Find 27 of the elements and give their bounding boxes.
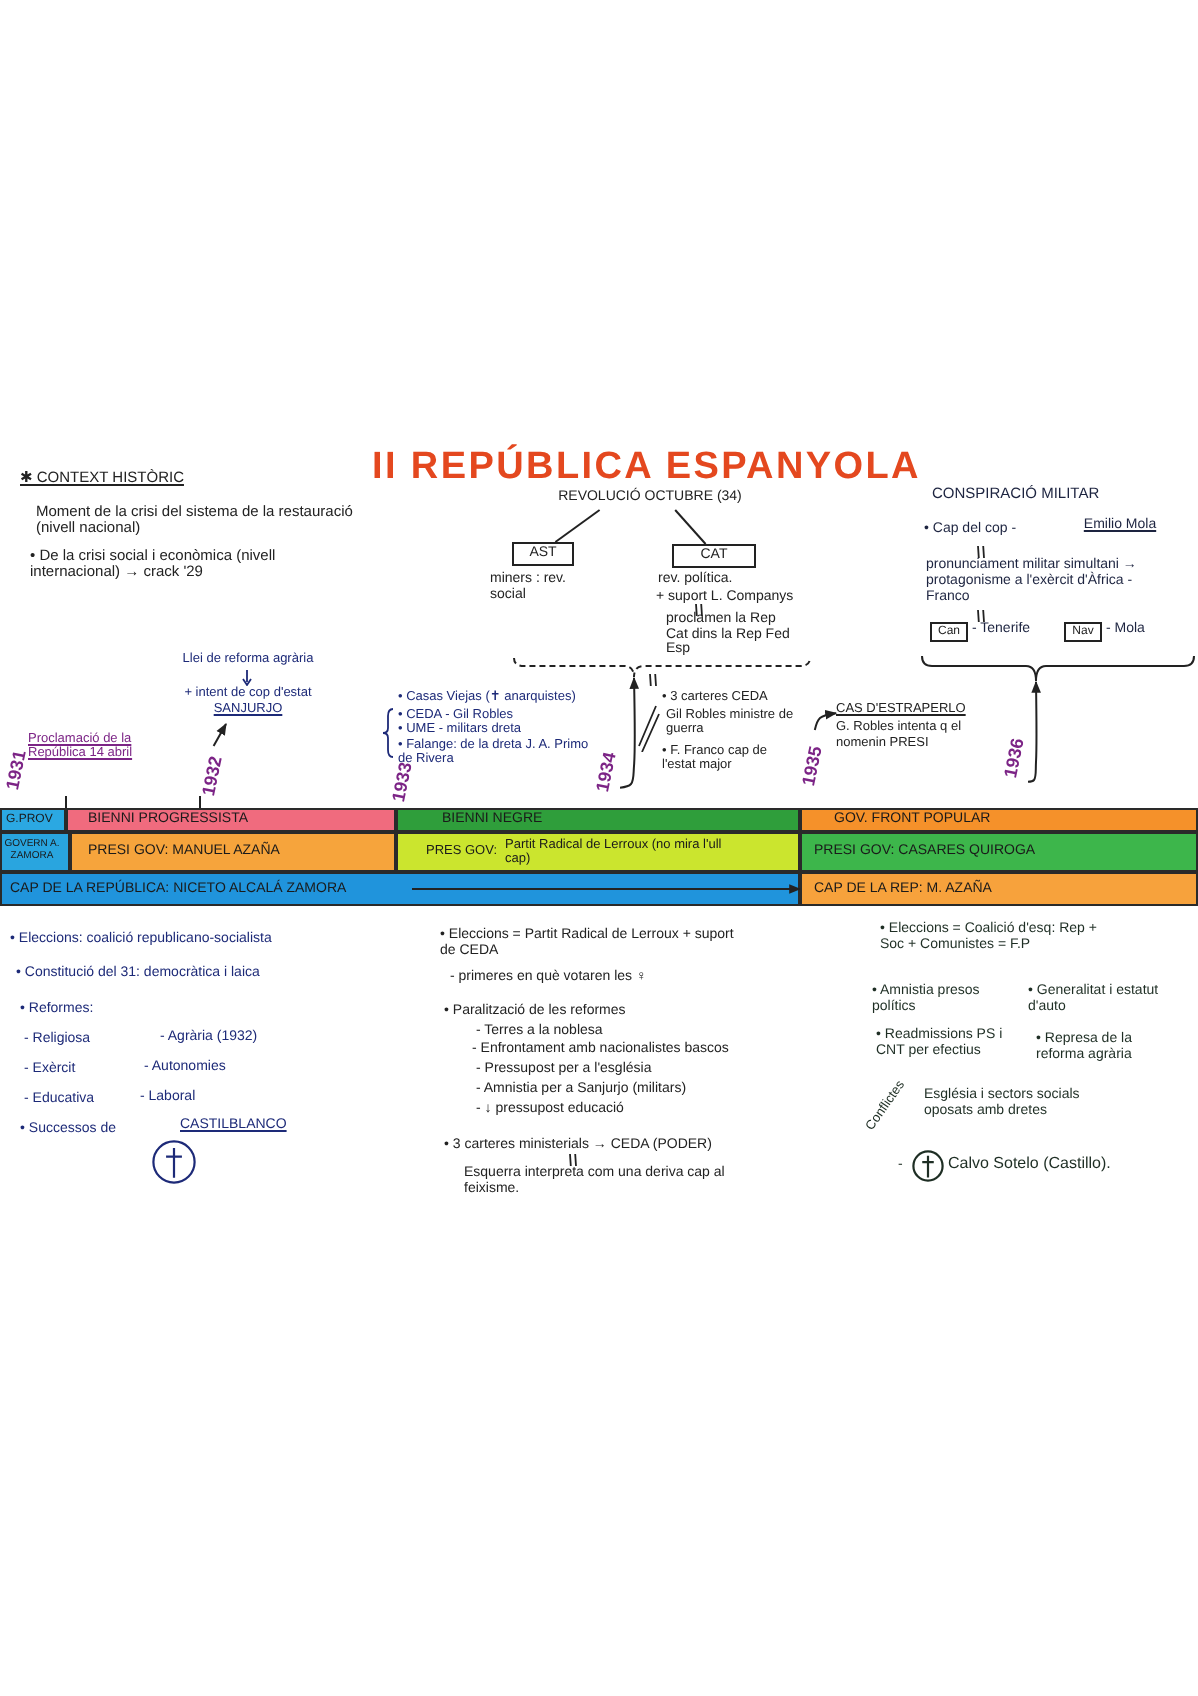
arrow <box>1027 680 1041 783</box>
year-label: 1932 <box>197 753 225 797</box>
arrow <box>619 676 639 789</box>
year-label: 1933 <box>388 760 416 804</box>
connector-line <box>554 509 601 543</box>
timeline-band <box>800 872 1198 906</box>
timeline-band <box>800 808 1198 832</box>
arrow <box>813 709 838 731</box>
bracket <box>512 656 812 678</box>
year-label: 1934 <box>592 750 620 794</box>
connector-line <box>674 509 707 545</box>
timeline-band <box>70 832 396 872</box>
timeline-band <box>396 832 800 872</box>
bracket <box>920 654 1196 682</box>
arrow <box>212 722 227 747</box>
timeline-band <box>0 808 66 832</box>
year-label: 1935 <box>798 744 826 788</box>
arrow <box>411 884 802 894</box>
year-label: 1931 <box>2 748 30 792</box>
timeline-band <box>66 808 396 832</box>
timeline-band <box>0 872 800 906</box>
timeline-band <box>800 832 1198 872</box>
timeline-band <box>396 808 800 832</box>
timeline-band <box>0 832 70 872</box>
year-label: 1936 <box>1000 736 1028 780</box>
title: II REPÚBLICA ESPANYOLA <box>372 448 921 486</box>
note-text: Calvo Sotelo (Castillo). <box>948 1156 1113 1174</box>
